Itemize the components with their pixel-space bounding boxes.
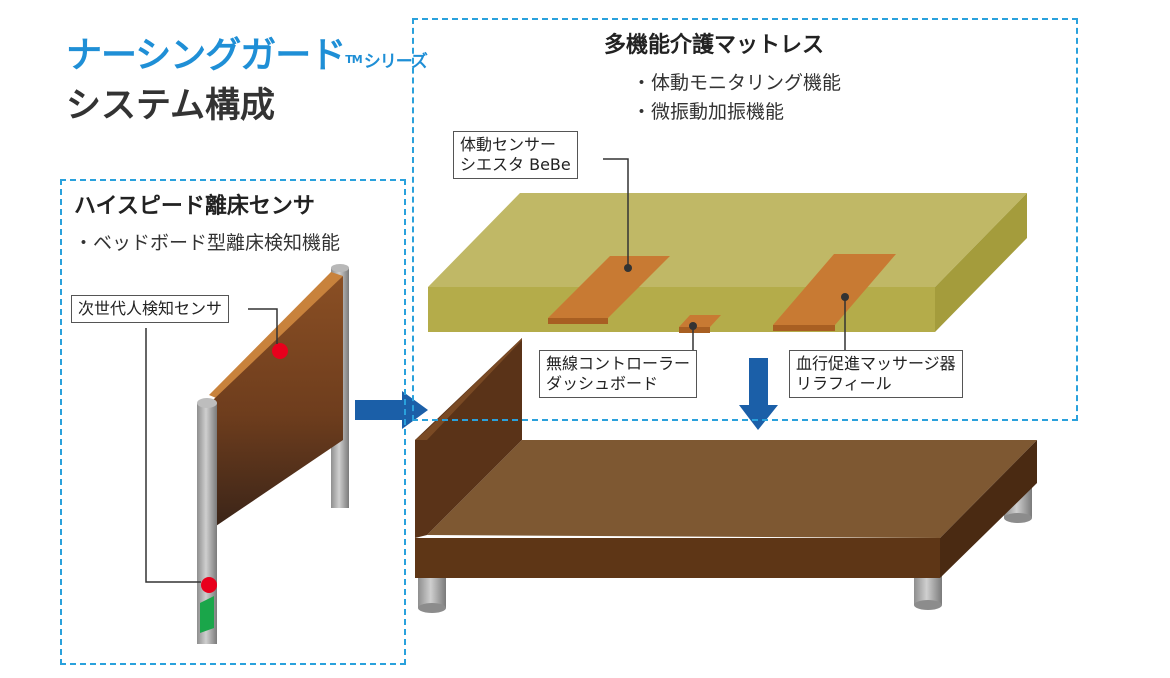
- sensor-dot-upper: [272, 343, 288, 359]
- right-feature-item: ・体動モニタリング機能: [632, 72, 842, 94]
- right-panel-frame: [412, 18, 1078, 421]
- callout-line: ダッシュボード: [546, 374, 659, 393]
- bed-headboard: [415, 338, 522, 538]
- human-sensor-callout: 次世代人検知センサ: [71, 295, 230, 323]
- right-panel-title: 多機能介護マットレス: [604, 33, 825, 58]
- leader-line-upper: [248, 308, 278, 344]
- bed-illustration: [415, 338, 1037, 613]
- bed-side-face: [940, 440, 1037, 578]
- mattress-side: [935, 193, 1027, 332]
- controller-callout: 無線コントローラー ダッシュボード: [539, 350, 698, 398]
- mattress-illustration: [428, 158, 1027, 350]
- callout-line: 血行促進マッサージ器: [796, 354, 956, 373]
- massager-pad: [773, 254, 896, 325]
- page-title: システム構成: [66, 86, 275, 126]
- logo-series: シリーズ: [363, 52, 428, 72]
- callout-line: 体動センサー: [460, 135, 557, 154]
- callout-line: シエスタ BeBe: [460, 155, 571, 174]
- left-panel-frame: [60, 179, 406, 665]
- right-arrow-icon: [355, 391, 428, 429]
- left-panel-title: ハイスピード離床センサ: [74, 194, 315, 219]
- leader-line-lower: [145, 328, 201, 583]
- bed-deck-top: [427, 440, 1037, 538]
- logo-name: ナーシングガード: [66, 35, 346, 76]
- logo-trademark: TM: [345, 53, 362, 66]
- headboard-illustration: [145, 264, 349, 644]
- headboard-panel: [213, 276, 343, 528]
- bed-front-face: [415, 538, 940, 578]
- callout-line: リラフィール: [796, 374, 892, 393]
- right-feature-item: ・微振動加振機能: [632, 101, 785, 123]
- callout-line: 無線コントローラー: [546, 354, 691, 373]
- left-feature-item: ・ベッドボード型離床検知機能: [74, 232, 341, 254]
- body-sensor-pad: [548, 256, 670, 318]
- headboard-top-edge: [209, 272, 343, 400]
- massager-callout: 血行促進マッサージ器 リラフィール: [789, 350, 963, 398]
- sensor-strip: [200, 596, 214, 633]
- controller-pad: [679, 315, 721, 327]
- down-arrow-icon: [739, 358, 778, 430]
- body-sensor-callout: 体動センサー シエスタ BeBe: [453, 131, 578, 179]
- sensor-dot-lower: [201, 577, 217, 593]
